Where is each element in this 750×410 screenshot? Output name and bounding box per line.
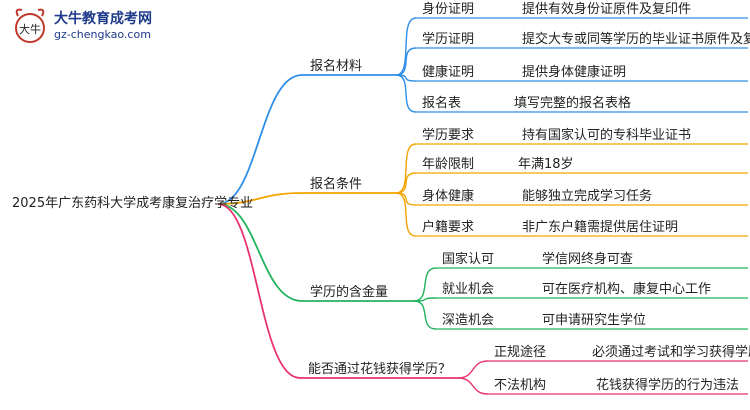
item-key: 学历证明 [422,32,475,47]
item-connector [395,17,417,76]
item-connector [395,47,417,76]
item-key: 年龄限制 [422,157,475,172]
item-value: 提供有效身份证原件及复印件 [522,2,692,17]
branch-connector [217,192,303,205]
item-connector [457,360,489,379]
logo-url: gz-chengkao.com [54,28,151,41]
item-key: 身份证明 [422,2,475,17]
item-key: 正规途径 [494,345,547,360]
bull-logo-icon: 大牛 [15,8,45,43]
branch-connector [217,74,303,205]
branch-label: 能否通过花钱获得学历？ [308,362,452,377]
item-connector [395,192,417,237]
logo-mark: 大牛 [19,22,41,36]
item-value: 年满18岁 [518,157,574,172]
item-value: 提交大专或同等学历的毕业证书原件及复印件 [522,32,750,47]
item-value: 必须通过考试和学习获得学历 [592,345,750,360]
item-connector [413,267,437,302]
item-connector [395,143,417,194]
item-value: 能够独立完成学习任务 [522,189,653,204]
branch-label: 报名材料 [310,59,363,74]
item-connector [395,172,417,194]
item-connector [395,74,417,113]
item-connector [395,192,417,206]
item-key: 报名表 [422,96,462,111]
branch-connector [217,203,301,379]
item-key: 不法机构 [494,378,547,393]
item-value: 可申请研究生学位 [542,313,647,328]
item-connector [457,377,489,395]
item-value: 填写完整的报名表格 [514,96,632,111]
item-key: 就业机会 [442,282,495,297]
item-value: 学信网终身可查 [542,252,634,267]
root-node: 2025年广东药科大学成考康复治疗学专业 [12,196,254,211]
branch-label: 报名条件 [310,177,363,192]
item-key: 健康证明 [422,65,475,80]
item-key: 深造机会 [442,313,495,328]
item-value: 可在医疗机构、康复中心工作 [542,282,712,297]
branch-connector [217,203,303,302]
item-key: 身体健康 [422,189,475,204]
item-value: 持有国家认可的专科毕业证书 [522,128,692,143]
branch-label: 学历的含金量 [310,285,389,300]
item-key: 学历要求 [422,128,475,143]
item-value: 提供身体健康证明 [522,65,627,80]
item-connector [413,297,437,302]
item-value: 花钱获得学历的行为违法 [596,378,740,393]
item-key: 户籍要求 [422,220,475,235]
site-logo: 大牛 大牛教育成考网 gz-chengkao.com [10,4,190,50]
item-key: 国家认可 [442,252,495,267]
item-connector [413,300,437,330]
item-value: 非广东户籍需提供居住证明 [522,220,679,235]
logo-title: 大牛教育成考网 [54,11,152,27]
